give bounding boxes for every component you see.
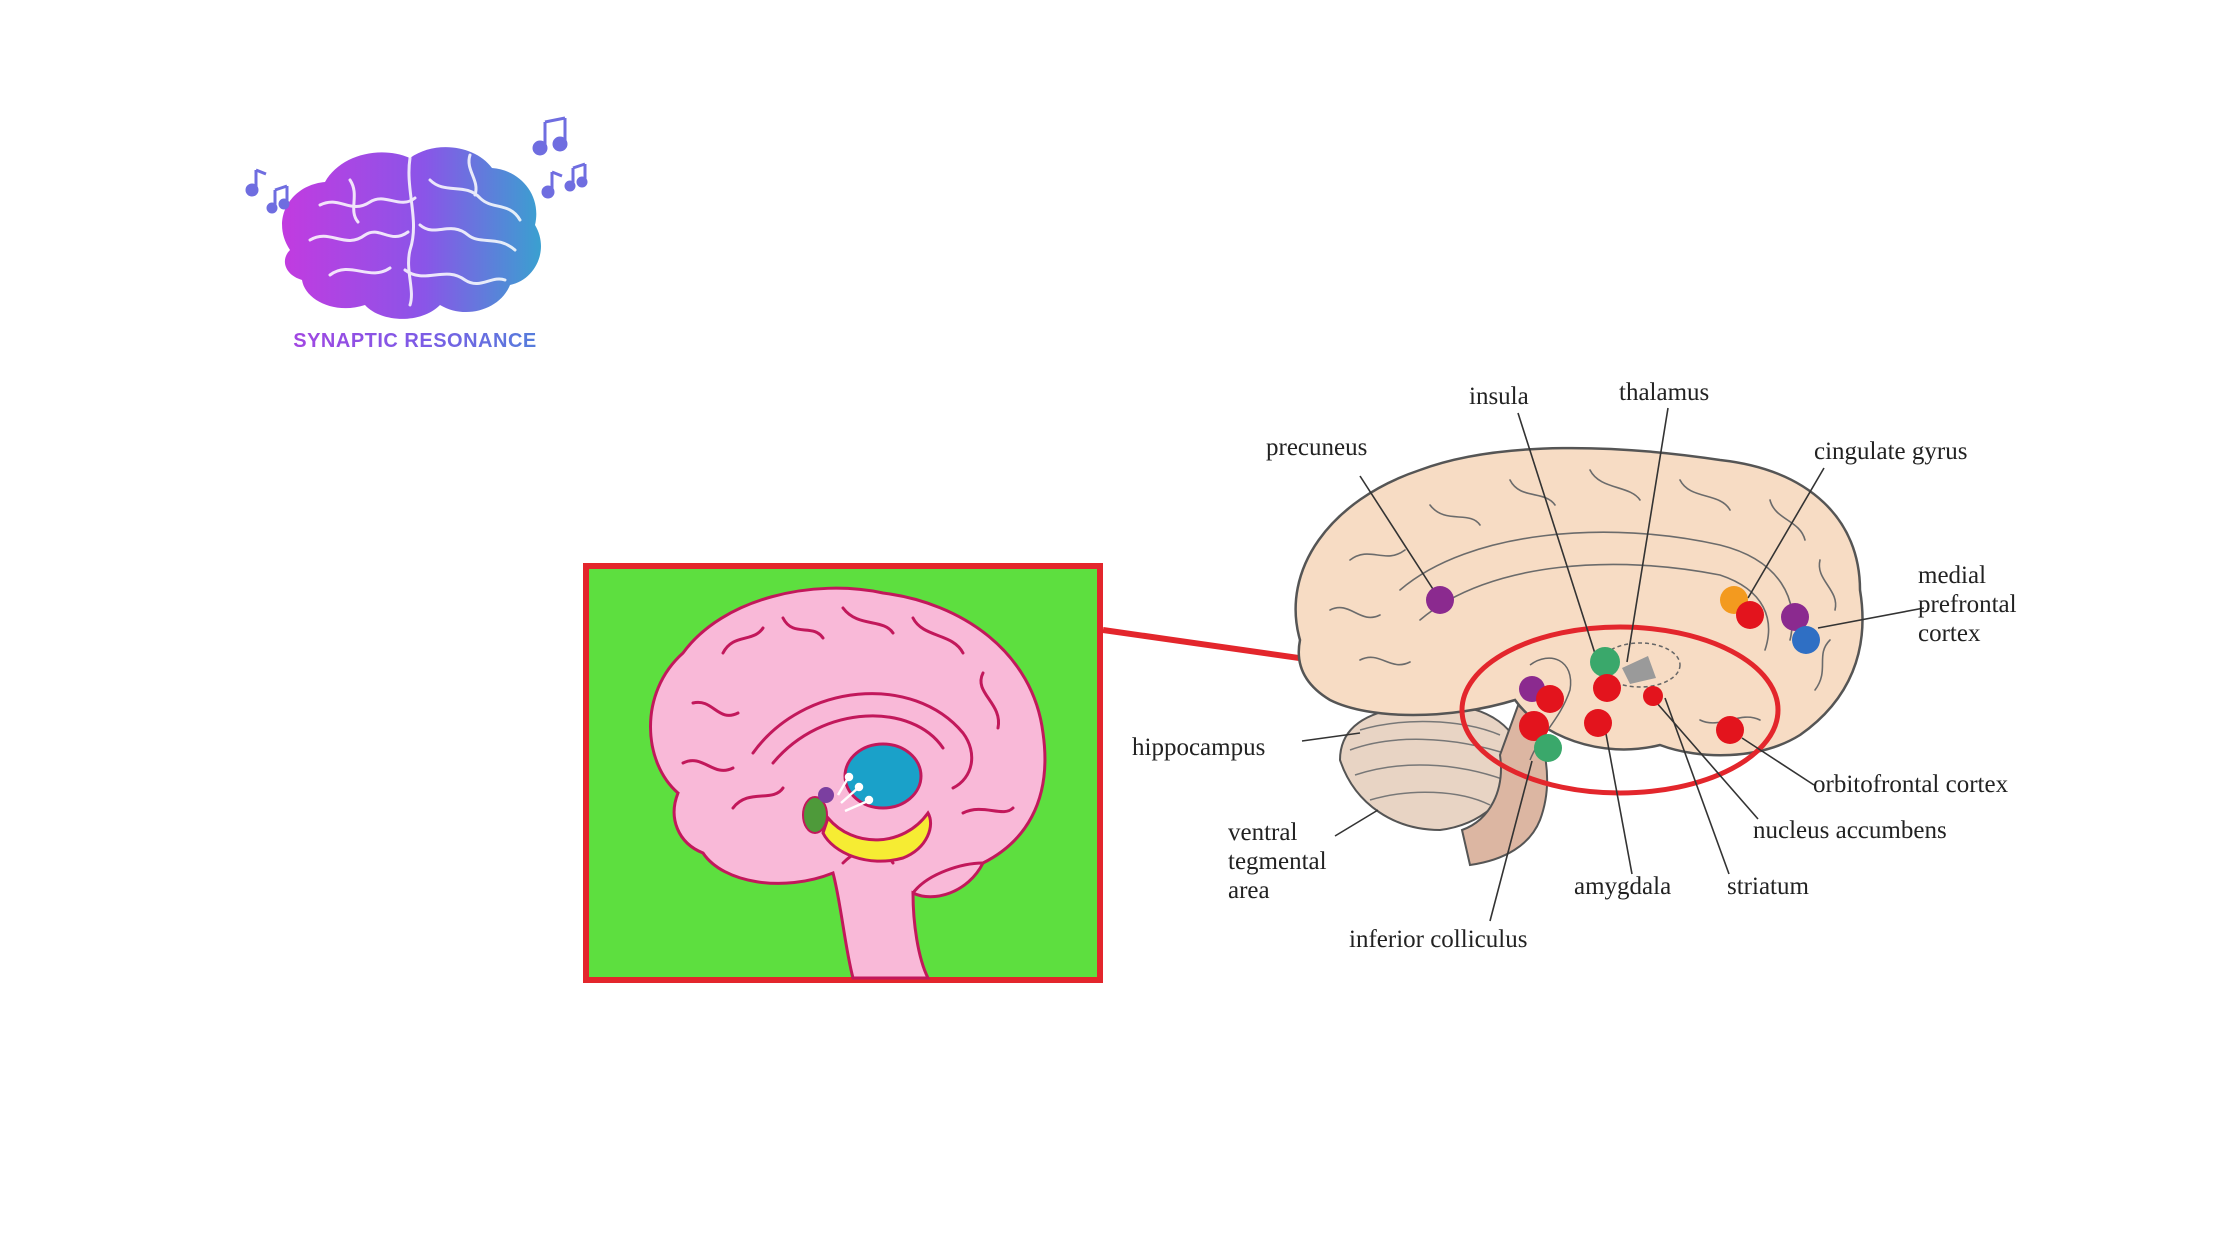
inset-brain-illustration — [583, 563, 1103, 983]
marker-striatum-red — [1643, 686, 1663, 706]
marker-mpfc-purple — [1781, 603, 1809, 631]
marker-thalamus-green — [1590, 647, 1620, 677]
thalamus-structure — [1599, 642, 1681, 688]
label-amygdala: amygdala — [1574, 873, 1672, 900]
label-nucleus-accumbens: nucleus accumbens — [1753, 817, 1947, 844]
cerebellum — [1338, 703, 1522, 832]
inset-hippocampus — [821, 810, 933, 863]
label-ventral-tegmental-area: ventral tegmental area — [1228, 819, 1327, 904]
label-insula: insula — [1469, 383, 1529, 410]
marker-ofc-red — [1716, 716, 1744, 744]
marker-cingulate-orange — [1720, 586, 1748, 614]
marker-vta-green — [1534, 734, 1562, 762]
label-thalamus: thalamus — [1619, 379, 1710, 406]
label-hippocampus: hippocampus — [1132, 734, 1266, 761]
brand-name: SYNAPTIC RESONANCE — [230, 330, 600, 353]
marker-cingulate-red — [1736, 601, 1764, 629]
marker-insula-red — [1593, 674, 1621, 702]
label-orbitofrontal-cortex: orbitofrontal cortex — [1813, 771, 2009, 798]
label-cingulate-gyrus: cingulate gyrus — [1814, 438, 1968, 465]
music-notes-icon — [245, 116, 588, 214]
synaptic-resonance-logo — [245, 116, 588, 319]
inset-nucleus — [818, 787, 834, 803]
marker-mpfc-blue — [1792, 626, 1820, 654]
limbic-highlight-ellipse — [1459, 624, 1781, 796]
label-medial-prefrontal-cortex: medial prefrontal cortex — [1918, 562, 2017, 647]
inset-pathway-arrows — [836, 772, 874, 813]
zoom-connector-line — [1102, 627, 1489, 688]
region-markers — [1426, 586, 1820, 762]
marker-amygdala-red — [1584, 709, 1612, 737]
cerebrum — [1294, 446, 1864, 757]
label-inferior-colliculus: inferior colliculus — [1349, 926, 1528, 953]
hippocampus-structure — [1529, 657, 1572, 761]
brain-logo-icon — [282, 147, 541, 319]
marker-vta-red — [1519, 711, 1549, 741]
marker-precuneus — [1426, 586, 1454, 614]
inset-amygdala — [802, 796, 828, 834]
marker-thalamus-gray — [1622, 656, 1656, 684]
label-precuneus: precuneus — [1266, 434, 1368, 461]
marker-hippocampus-red — [1536, 685, 1564, 713]
brainstem — [1460, 698, 1549, 867]
label-striatum: striatum — [1727, 873, 1809, 900]
inset-thalamus — [843, 742, 923, 810]
marker-hippocampus-purple — [1519, 676, 1545, 702]
